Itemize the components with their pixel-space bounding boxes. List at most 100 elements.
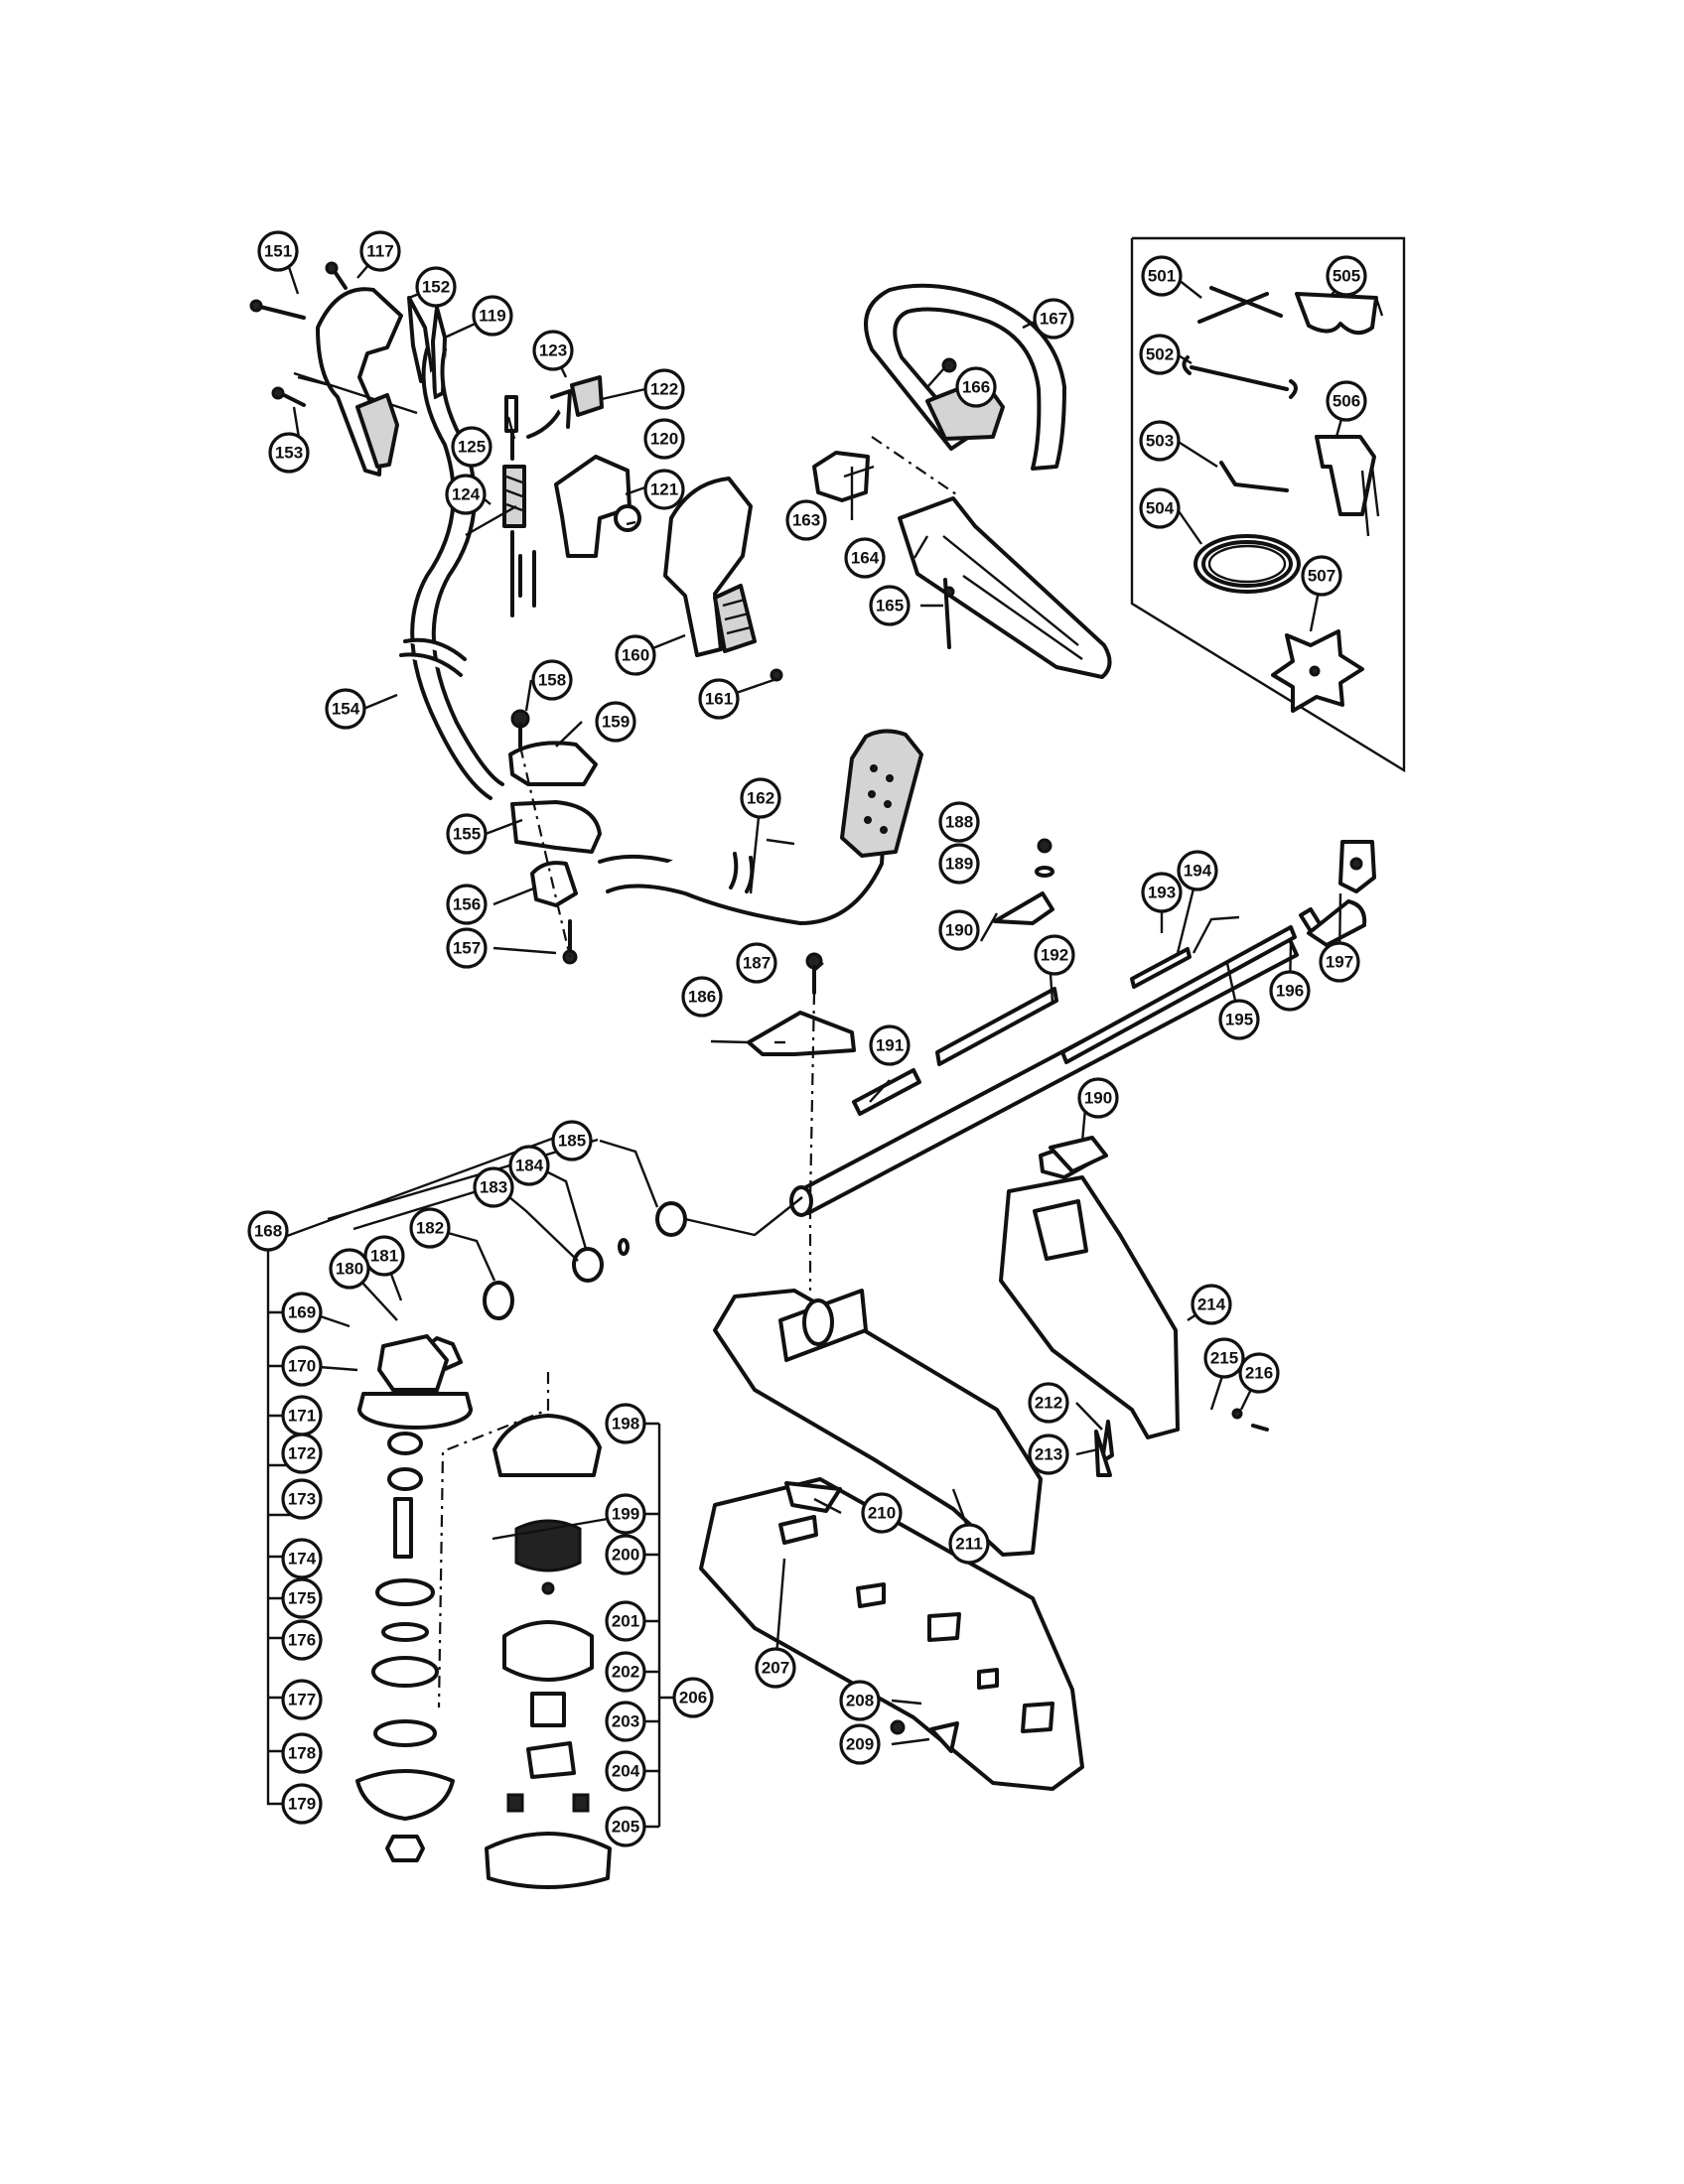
svg-text:187: 187 <box>743 954 771 973</box>
svg-text:503: 503 <box>1146 432 1174 451</box>
svg-text:156: 156 <box>453 895 481 914</box>
grip-handle-160 <box>663 477 783 682</box>
part-502-wrench <box>1182 355 1298 399</box>
callout-198: 198 <box>605 1403 646 1444</box>
svg-text:170: 170 <box>288 1357 316 1376</box>
callout-122: 122 <box>643 368 685 410</box>
svg-text:175: 175 <box>288 1589 316 1608</box>
svg-text:177: 177 <box>288 1691 316 1709</box>
part-504-nylon-cutting-line <box>1193 534 1301 594</box>
screw-153 <box>271 386 306 407</box>
svg-text:194: 194 <box>1184 862 1212 881</box>
svg-text:164: 164 <box>851 549 880 568</box>
callout-159: 159 <box>595 701 636 743</box>
callout-201: 201 <box>605 1600 646 1642</box>
callout-124: 124 <box>445 474 487 515</box>
callout-156: 156 <box>446 884 488 925</box>
loop-handle-167 <box>812 283 1112 679</box>
callout-214: 214 <box>1191 1284 1232 1325</box>
callout-216: 216 <box>1238 1352 1280 1394</box>
svg-text:198: 198 <box>612 1415 639 1433</box>
svg-text:216: 216 <box>1245 1364 1273 1383</box>
callout-123: 123 <box>532 330 574 371</box>
callout-178: 178 <box>281 1732 323 1774</box>
svg-text:211: 211 <box>955 1535 982 1554</box>
svg-text:191: 191 <box>876 1036 904 1055</box>
callout-194: 194 <box>1177 850 1218 891</box>
callout-212: 212 <box>1028 1382 1069 1424</box>
screw-151 <box>249 299 306 320</box>
svg-text:176: 176 <box>288 1631 316 1650</box>
svg-text:506: 506 <box>1333 392 1360 411</box>
part-506-shoulder-strap <box>1315 435 1380 537</box>
callout-210: 210 <box>861 1492 903 1534</box>
svg-text:188: 188 <box>945 813 973 832</box>
callout-502: 502 <box>1139 334 1181 375</box>
callout-154: 154 <box>325 688 366 730</box>
callout-504: 504 <box>1139 487 1181 529</box>
svg-text:151: 151 <box>264 242 292 261</box>
svg-text:197: 197 <box>1326 953 1353 972</box>
callout-207: 207 <box>755 1647 796 1689</box>
svg-text:153: 153 <box>275 444 303 463</box>
part-501-spark-plug-wrench <box>1197 286 1283 324</box>
callout-167: 167 <box>1033 298 1074 340</box>
callout-187: 187 <box>736 942 777 984</box>
callout-192: 192 <box>1034 934 1075 976</box>
callout-203: 203 <box>605 1701 646 1742</box>
svg-text:163: 163 <box>792 511 820 530</box>
svg-text:166: 166 <box>962 378 990 397</box>
callout-169: 169 <box>281 1292 323 1333</box>
svg-text:152: 152 <box>422 278 450 297</box>
guard-bracket-211 <box>713 1289 1043 1557</box>
callout-152: 152 <box>415 266 457 308</box>
callout-161: 161 <box>698 678 740 720</box>
callout-196: 196 <box>1269 970 1311 1012</box>
callout-211: 211 <box>948 1523 990 1565</box>
callout-171: 171 <box>281 1395 323 1436</box>
callout-182: 182 <box>409 1207 451 1249</box>
callout-176: 176 <box>281 1619 323 1661</box>
part-507-cutting-blade <box>1271 629 1364 713</box>
svg-text:184: 184 <box>515 1157 544 1175</box>
callout-162: 162 <box>740 777 781 819</box>
callout-163: 163 <box>785 499 827 541</box>
handle-clamp-assembly <box>508 709 602 965</box>
part-505-safety-glasses <box>1295 292 1384 336</box>
callout-121: 121 <box>643 469 685 510</box>
callout-172: 172 <box>281 1433 323 1474</box>
callout-505: 505 <box>1326 255 1367 297</box>
svg-text:196: 196 <box>1276 982 1304 1001</box>
svg-text:186: 186 <box>688 988 716 1007</box>
svg-text:208: 208 <box>846 1692 874 1710</box>
svg-text:206: 206 <box>679 1689 707 1707</box>
callout-501: 501 <box>1141 255 1183 297</box>
debris-shield <box>699 1477 1084 1791</box>
svg-text:210: 210 <box>868 1504 896 1523</box>
svg-text:125: 125 <box>458 438 486 457</box>
callout-206: 206 <box>672 1677 714 1718</box>
svg-text:123: 123 <box>539 341 567 360</box>
svg-text:122: 122 <box>650 380 678 399</box>
screw-117 <box>325 261 348 290</box>
callout-503: 503 <box>1139 420 1181 462</box>
svg-text:507: 507 <box>1308 567 1335 586</box>
callout-202: 202 <box>605 1651 646 1693</box>
svg-text:173: 173 <box>288 1490 316 1509</box>
accessory-kit-box <box>1130 236 1406 773</box>
throttle-lever-housing <box>293 287 447 477</box>
svg-text:155: 155 <box>453 825 481 844</box>
svg-text:161: 161 <box>705 690 733 709</box>
svg-text:167: 167 <box>1040 310 1067 329</box>
svg-text:501: 501 <box>1148 267 1176 286</box>
callout-153: 153 <box>268 432 310 474</box>
svg-text:192: 192 <box>1041 946 1068 965</box>
shaft-bearings <box>355 1432 455 1862</box>
svg-text:171: 171 <box>288 1407 316 1426</box>
svg-text:181: 181 <box>370 1247 398 1266</box>
callout-165: 165 <box>869 585 911 626</box>
gearbox-assembly <box>355 1196 803 1862</box>
callout-158: 158 <box>531 659 573 701</box>
svg-text:190: 190 <box>945 921 973 940</box>
